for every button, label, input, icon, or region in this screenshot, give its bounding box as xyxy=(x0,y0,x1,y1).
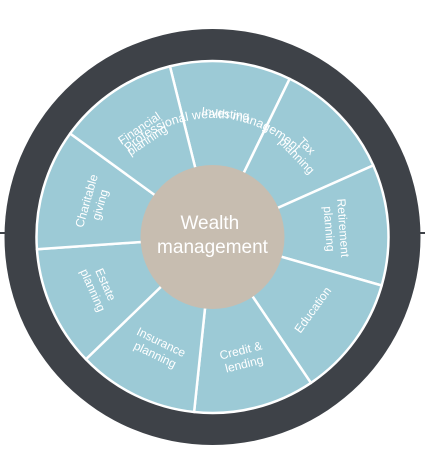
center-circle xyxy=(140,165,285,309)
center-label-line-2: management xyxy=(157,237,269,258)
segment-label-investing: Investing xyxy=(201,104,250,123)
segment-label-line: Retirement xyxy=(334,198,352,258)
segment-label-line: planning xyxy=(321,206,338,252)
center-label-line-1: Wealth xyxy=(180,213,239,234)
segment-retirement-planning xyxy=(211,164,390,287)
segment-label-line: Investing xyxy=(201,104,250,123)
center-label: Wealth management xyxy=(157,213,269,258)
segment-investing xyxy=(168,59,291,239)
segment-label-retirement-planning: Retirementplanning xyxy=(320,198,352,259)
